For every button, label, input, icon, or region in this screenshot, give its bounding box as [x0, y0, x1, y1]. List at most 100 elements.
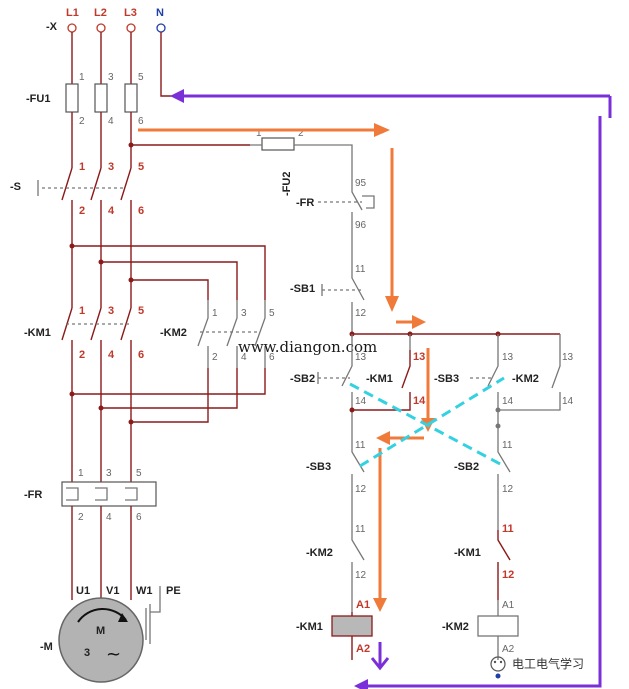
svg-text:13: 13 — [355, 352, 367, 363]
svg-text:14: 14 — [413, 395, 426, 407]
coil-km2: A1 A2 -KM2 — [442, 600, 519, 660]
sb2-nc-label: -SB2 — [454, 461, 479, 473]
fr-control-label: -FR — [296, 197, 314, 209]
km1-aux-label: -KM1 — [366, 373, 393, 385]
svg-text:96: 96 — [355, 220, 367, 231]
start-button-sb2: -SB2 13 14 -KM1 13 14 — [290, 334, 426, 430]
svg-text:6: 6 — [269, 352, 275, 363]
svg-text:~: ~ — [106, 644, 121, 665]
svg-text:2: 2 — [79, 116, 85, 127]
watermark-text: www.diangon.com — [238, 338, 377, 356]
terminal-n: N — [156, 7, 164, 19]
svg-text:6: 6 — [138, 116, 144, 127]
km2-nc-contact: -KM2 11 12 — [306, 524, 367, 612]
svg-text:2: 2 — [79, 349, 85, 361]
contactor-km2-main: -KM2 1 3 5 2 4 6 — [160, 300, 275, 368]
svg-text:W1: W1 — [136, 585, 153, 597]
coil-km1-label: -KM1 — [296, 621, 323, 633]
fu1-label: -FU1 — [26, 93, 50, 105]
svg-text:13: 13 — [562, 352, 574, 363]
svg-text:1: 1 — [79, 305, 85, 317]
svg-text:4: 4 — [106, 512, 112, 523]
svg-text:12: 12 — [355, 308, 367, 319]
svg-text:U1: U1 — [76, 585, 90, 597]
sb3-label: -SB3 — [434, 373, 459, 385]
svg-text:1: 1 — [78, 468, 84, 479]
km2-main-label: -KM2 — [160, 327, 187, 339]
cyan-interlock-lines — [349, 376, 505, 468]
s-label: -S — [10, 181, 21, 193]
svg-text:A2: A2 — [356, 643, 370, 655]
svg-text:11: 11 — [502, 440, 513, 451]
sb3-nc-label: -SB3 — [306, 461, 331, 473]
svg-text:13: 13 — [413, 351, 425, 363]
svg-text:4: 4 — [108, 116, 114, 127]
svg-text:4: 4 — [108, 205, 115, 217]
svg-text:5: 5 — [138, 72, 144, 83]
svg-text:13: 13 — [502, 352, 514, 363]
svg-text:2: 2 — [298, 128, 304, 139]
svg-text:2: 2 — [212, 352, 218, 363]
terminal-l2: L2 — [94, 7, 107, 19]
svg-text:A1: A1 — [356, 599, 370, 611]
svg-text:6: 6 — [138, 349, 144, 361]
km1-main-label: -KM1 — [24, 327, 51, 339]
fr-contact: -FR 95 96 — [296, 176, 375, 250]
thermal-relay-fr: -FR 1 3 5 2 4 6 — [24, 468, 157, 523]
sb2-label: -SB2 — [290, 373, 315, 385]
svg-text:4: 4 — [241, 352, 247, 363]
supply-terminals: L1 L2 L3 N -X — [46, 7, 166, 33]
contactor-km1-main: -KM1 1 3 5 2 4 6 — [24, 305, 144, 361]
svg-text:3: 3 — [106, 468, 112, 479]
svg-text:V1: V1 — [106, 585, 119, 597]
purple-current-path — [170, 89, 612, 689]
svg-text:2: 2 — [79, 205, 85, 217]
svg-text:1: 1 — [256, 128, 262, 139]
fuse-fu2: 1 2 -FU2 — [250, 128, 353, 196]
svg-text:3: 3 — [108, 305, 114, 317]
km1-nc-contact: -KM1 11 12 — [454, 523, 514, 600]
svg-text:PE: PE — [166, 585, 181, 597]
start-button-sb3: -SB3 13 14 -KM2 13 14 — [434, 334, 574, 430]
svg-text:14: 14 — [562, 396, 574, 407]
svg-text:3: 3 — [241, 308, 247, 319]
svg-text:5: 5 — [269, 308, 275, 319]
svg-text:11: 11 — [355, 524, 366, 535]
svg-text:12: 12 — [355, 484, 367, 495]
svg-text:12: 12 — [502, 569, 514, 581]
motor-m: U1 V1 W1 PE M 3 ~ -M — [40, 585, 181, 683]
svg-text:1: 1 — [212, 308, 218, 319]
svg-text:14: 14 — [355, 396, 367, 407]
motor-m-label: M — [96, 625, 105, 637]
svg-text:3: 3 — [108, 72, 114, 83]
svg-text:5: 5 — [138, 305, 144, 317]
wechat-icon — [490, 656, 506, 672]
svg-text:3: 3 — [108, 161, 114, 173]
svg-text:4: 4 — [108, 349, 115, 361]
svg-text:1: 1 — [79, 72, 85, 83]
motor-label: -M — [40, 641, 53, 653]
svg-text:1: 1 — [79, 161, 85, 173]
terminal-l1: L1 — [66, 7, 79, 19]
fuse-fu1: -FU1 1 3 5 2 4 6 — [26, 72, 144, 127]
svg-text:12: 12 — [502, 484, 514, 495]
terminal-l3: L3 — [124, 7, 137, 19]
coil-km1: A1 A2 -KM1 — [296, 599, 373, 660]
svg-text:A2: A2 — [502, 644, 515, 655]
brand-name: 电工电气学习 — [512, 657, 585, 671]
km2-aux-label: -KM2 — [512, 373, 539, 385]
svg-text:A1: A1 — [502, 600, 515, 611]
svg-text:6: 6 — [138, 205, 144, 217]
svg-text:5: 5 — [136, 468, 142, 479]
interlock-contacts: -SB3 11 12 -SB2 11 12 — [306, 430, 514, 530]
svg-text:3: 3 — [84, 647, 90, 659]
sb1-label: -SB1 — [290, 283, 315, 295]
brand-logo — [490, 656, 506, 672]
fu2-label: -FU2 — [281, 172, 293, 196]
svg-text:95: 95 — [355, 178, 367, 189]
svg-text:2: 2 — [78, 512, 84, 523]
svg-text:6: 6 — [136, 512, 142, 523]
terminal-x-label: -X — [46, 21, 58, 33]
fr-power-label: -FR — [24, 489, 42, 501]
